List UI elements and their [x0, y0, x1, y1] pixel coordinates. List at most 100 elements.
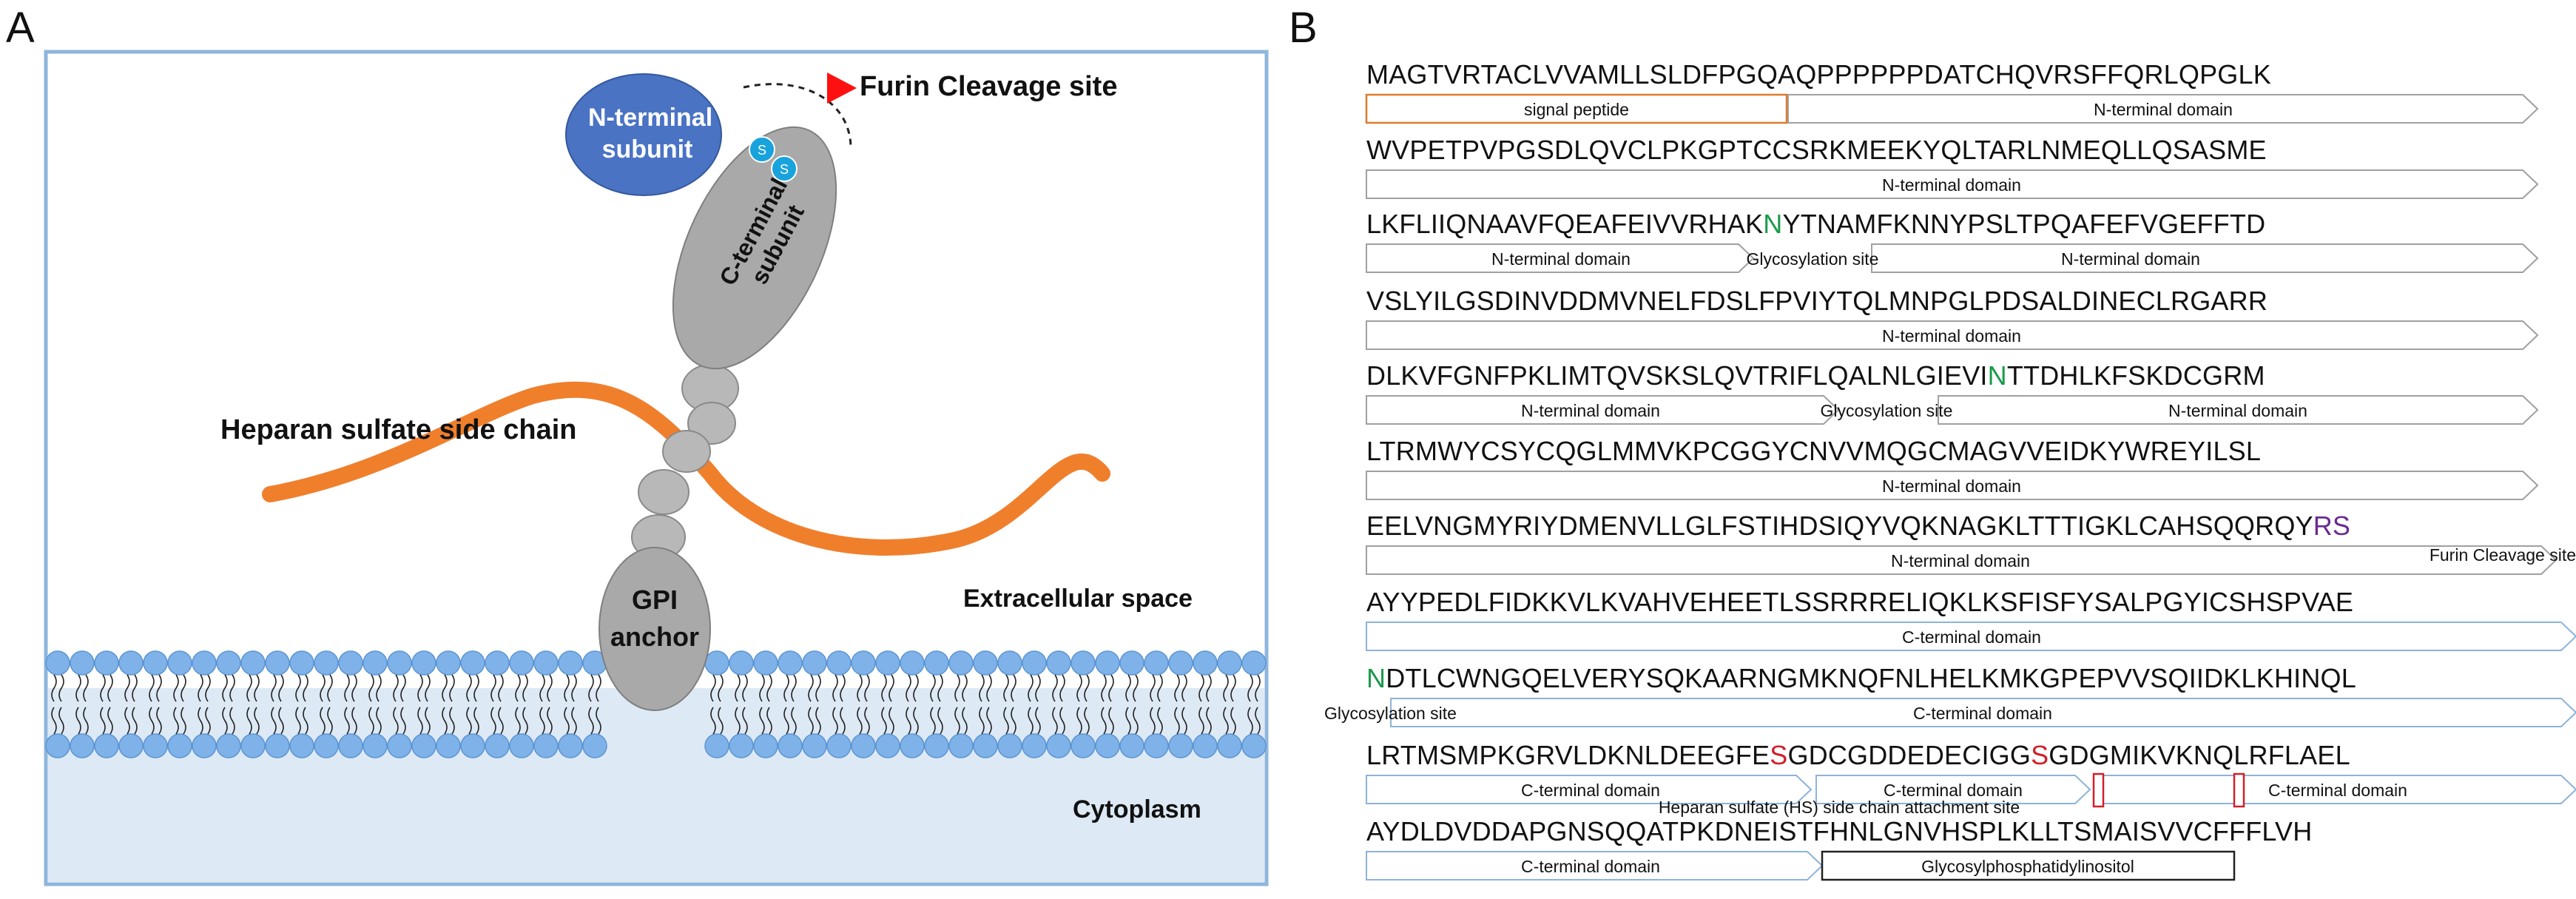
- lipid-head: [1046, 650, 1071, 676]
- lipid-tail: [1150, 707, 1156, 735]
- lipid-head: [167, 650, 192, 676]
- lipid-head: [485, 733, 510, 758]
- panel-a-diagram: S S: [44, 50, 1269, 886]
- sequence-segment: LTRMWYCSYCQGLMMVKPCGGYCNVVMQGCMAGVVEIDKY…: [1366, 436, 2262, 466]
- lipid-tail: [473, 674, 479, 702]
- domain-arrow: [1366, 169, 2539, 199]
- lipid-tail: [881, 674, 887, 702]
- lipid-tail: [51, 707, 57, 735]
- lipid-tail: [205, 707, 211, 735]
- lipid-head: [509, 733, 534, 758]
- lipid-head: [363, 733, 388, 758]
- lipid-tail: [1076, 707, 1082, 735]
- lipid-tail: [222, 674, 228, 702]
- lipid-tail: [906, 674, 911, 702]
- lipid-tail: [1181, 674, 1187, 702]
- lipid-tail: [1059, 674, 1065, 702]
- annotation-label: N-terminal domain: [1882, 326, 2021, 346]
- lipid-tail: [522, 707, 528, 735]
- sequence-segment: VSLYILGSDINVDDMVNELFDSLFPVIYTQLMNPGLPDSA…: [1366, 286, 2268, 316]
- lipid-head: [1070, 733, 1096, 758]
- lipid-tail: [132, 674, 138, 702]
- lipid-head: [1168, 733, 1193, 758]
- panel-a-letter: A: [6, 4, 35, 52]
- disulfide-label: S: [780, 162, 789, 177]
- lipid-tail: [759, 674, 765, 702]
- lipid-head: [216, 650, 241, 676]
- lipid-head: [387, 650, 412, 676]
- lipid-tail: [759, 707, 765, 735]
- lipid-tail: [271, 674, 277, 702]
- lipid-head: [973, 650, 998, 676]
- disulfide-bond-icon: [771, 155, 798, 182]
- annotation-arrows: [1365, 93, 2576, 881]
- lipid-head: [143, 733, 168, 758]
- lipid-head: [875, 650, 900, 676]
- lipid-tail: [1059, 707, 1065, 735]
- lipid-head: [45, 650, 70, 676]
- lipid-tail: [913, 707, 919, 735]
- lipid-tail: [303, 674, 308, 702]
- lipid-head: [997, 650, 1022, 676]
- sequence-segment: MAGTVRTACLVVAMLLSLDFPGQAQPPPPPPDATCHQVRS…: [1366, 59, 2271, 90]
- lipid-head: [973, 733, 998, 758]
- heparan-label: Heparan sulfate side chain: [220, 414, 577, 445]
- lipid-tail: [718, 674, 724, 702]
- lipid-head: [1095, 650, 1120, 676]
- sequence-segment: GDGMIKVKNQLRFLAEL: [2049, 740, 2350, 770]
- lipid-tail: [1223, 707, 1229, 735]
- lipid-head: [1070, 650, 1096, 676]
- lipid-tail: [222, 707, 228, 735]
- disulfide-label: S: [758, 143, 766, 158]
- lipid-tail: [351, 674, 357, 702]
- lipid-tail: [808, 707, 814, 735]
- lipid-head: [1095, 733, 1120, 758]
- annotation-label: N-terminal domain: [1882, 477, 2021, 496]
- annotation-label: N-terminal domain: [1891, 551, 2030, 570]
- lipid-head: [70, 733, 95, 758]
- hs-site-marker: [2233, 772, 2245, 808]
- annotation-label: N-terminal domain: [2061, 249, 2200, 269]
- lipid-head: [1193, 733, 1218, 758]
- lipid-tail: [173, 674, 179, 702]
- annotation-label: Furin Cleavage site: [2429, 545, 2576, 565]
- lipid-head: [1217, 650, 1242, 676]
- lipid-head: [582, 733, 607, 758]
- lipid-tail: [906, 707, 911, 735]
- highlighted-residue: N: [1987, 360, 2007, 391]
- annotation-label: C-terminal domain: [1521, 857, 1660, 876]
- lipid-tail: [596, 674, 601, 702]
- annotation-label: C-terminal domain: [1521, 781, 1660, 800]
- lipid-head: [1144, 650, 1169, 676]
- lipid-head: [1241, 650, 1267, 676]
- annotation-label: C-terminal domain: [1902, 627, 2041, 647]
- lipid-tail: [100, 674, 106, 702]
- lipid-tail: [1125, 674, 1131, 702]
- lipid-tail: [1084, 707, 1090, 735]
- lipid-tail: [156, 707, 162, 735]
- lipid-tail: [83, 707, 89, 735]
- sequence-line: LRTMSMPKGRVLDKNLDEEGFESGDCGDDEDECIGGSGDG…: [1366, 740, 2350, 771]
- lipid-tail: [393, 707, 399, 735]
- lipid-head: [778, 733, 803, 758]
- lipid-head: [118, 650, 144, 676]
- lipid-tail: [344, 707, 350, 735]
- lipid-head: [900, 733, 925, 758]
- lipid-head: [94, 650, 119, 676]
- lipid-tail: [571, 707, 577, 735]
- lipid-tail: [156, 674, 162, 702]
- c-terminal-subunit-shape: [672, 126, 837, 370]
- lipid-tail: [547, 674, 553, 702]
- lipid-tail: [832, 674, 838, 702]
- lipid-tail: [425, 674, 431, 702]
- lipid-tail: [1076, 674, 1082, 702]
- lipid-head: [1168, 650, 1193, 676]
- lipid-head: [265, 733, 290, 758]
- lipid-tail: [107, 674, 113, 702]
- lipid-tail: [864, 707, 870, 735]
- lipid-head: [1046, 733, 1071, 758]
- lipid-head: [753, 733, 778, 758]
- domain-arrow: [1366, 471, 2539, 500]
- panel-b-letter: B: [1289, 4, 1318, 52]
- lipid-tail: [718, 707, 724, 735]
